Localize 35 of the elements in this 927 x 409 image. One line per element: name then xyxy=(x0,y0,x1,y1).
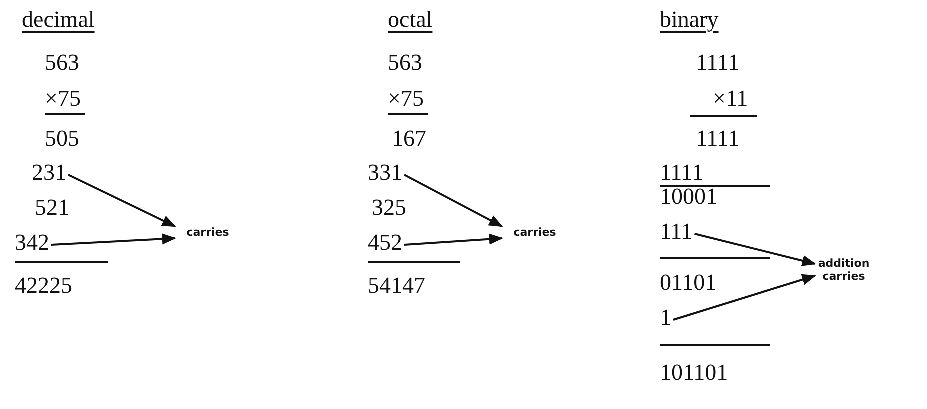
number: 563 xyxy=(45,51,80,75)
number: 1111 xyxy=(696,127,740,151)
arrow xyxy=(404,174,504,228)
number: ×75 xyxy=(388,87,424,111)
number: 231 xyxy=(32,161,66,185)
number: 01101 xyxy=(660,271,717,295)
number: ×11 xyxy=(713,87,748,111)
arrow xyxy=(68,174,176,228)
number: 54147 xyxy=(368,274,426,298)
note-text: addition carries xyxy=(818,257,870,283)
number: 331 xyxy=(368,161,402,185)
number: 505 xyxy=(45,127,80,151)
number: 342 xyxy=(15,231,50,255)
number: 101101 xyxy=(660,361,728,385)
number: 167 xyxy=(392,127,426,151)
column-heading: binary xyxy=(660,8,719,32)
number: 452 xyxy=(368,231,402,255)
arrow xyxy=(673,274,816,321)
number: ×75 xyxy=(45,87,81,111)
arrow xyxy=(51,234,176,246)
number: 1111 xyxy=(696,51,740,75)
number: 111 xyxy=(660,220,693,244)
number: 563 xyxy=(388,51,422,75)
number: 1111 xyxy=(660,161,704,185)
column-heading: octal xyxy=(388,8,433,32)
number: 10001 xyxy=(660,185,718,209)
column-heading: decimal xyxy=(22,8,95,32)
note-text: carries xyxy=(505,226,565,239)
number: 325 xyxy=(372,196,406,220)
number: 1 xyxy=(660,306,672,330)
note-text: carries xyxy=(178,226,238,239)
arrow xyxy=(694,233,816,266)
number: 521 xyxy=(35,196,70,220)
arrow xyxy=(404,234,504,246)
number: 42225 xyxy=(15,274,72,298)
